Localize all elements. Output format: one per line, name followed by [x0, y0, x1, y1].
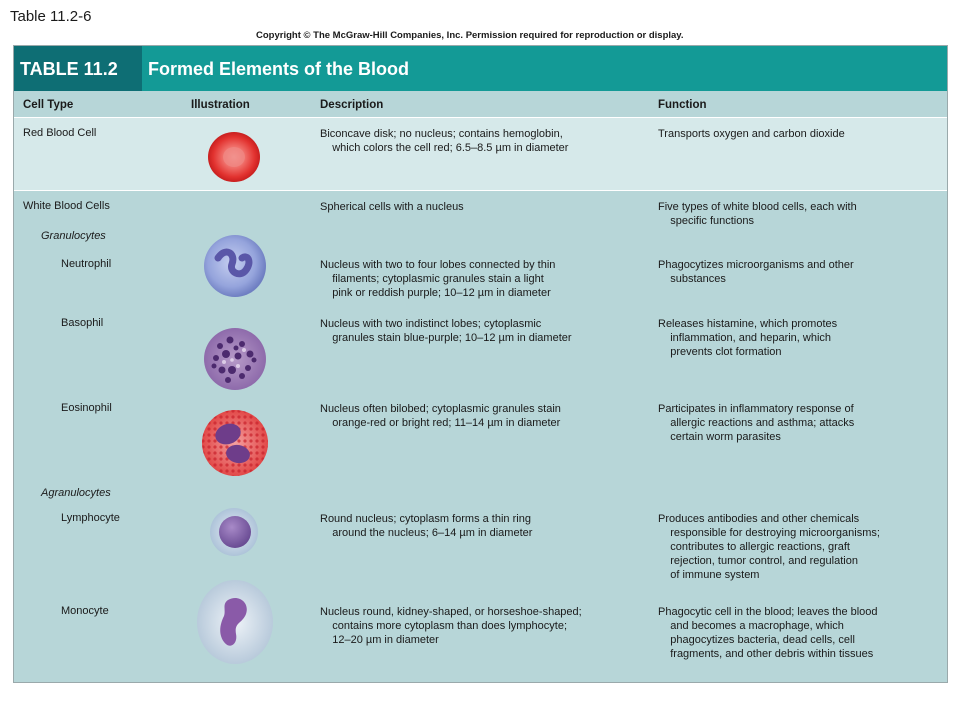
function-eosinophil: Participates in inflammatory response of… — [658, 403, 855, 443]
table-title-label: Formed Elements of the Blood — [148, 59, 410, 79]
subheading-agranulocytes: Agranulocytes — [41, 487, 111, 499]
lymphocyte-icon — [210, 508, 258, 556]
cell-type-lymphocyte: Lymphocyte — [61, 512, 120, 524]
slide-title: Table 11.2-6 — [10, 8, 92, 25]
table-row-red-blood-cell — [14, 118, 947, 191]
function-neutrophil: Phagocytizes microorganisms and other su… — [658, 259, 854, 285]
cell-type-eosinophil: Eosinophil — [61, 402, 112, 414]
function-white-blood-cells: Five types of white blood cells, each wi… — [658, 201, 857, 227]
function-basophil: Releases histamine, which promotes infla… — [658, 318, 838, 358]
description-basophil: Nucleus with two indistinct lobes; cytop… — [320, 318, 572, 344]
eosinophil-icon — [202, 410, 268, 476]
description-neutrophil: Nucleus with two to four lobes connected… — [320, 259, 556, 299]
header-function: Function — [658, 99, 707, 111]
description-eosinophil: Nucleus often bilobed; cytoplasmic granu… — [320, 403, 561, 429]
table-banner: TABLE 11.2 Formed Elements of the Blood — [14, 46, 947, 91]
function-red-blood-cell: Transports oxygen and carbon dioxide — [658, 128, 845, 140]
formed-elements-table: TABLE 11.2 Formed Elements of the Blood … — [13, 45, 948, 683]
header-description: Description — [320, 99, 384, 111]
description-red-blood-cell: Biconcave disk; no nucleus; contains hem… — [320, 128, 569, 154]
basophil-icon — [204, 328, 266, 390]
cell-type-red-blood-cell: Red Blood Cell — [23, 127, 97, 139]
cell-type-basophil: Basophil — [61, 317, 104, 329]
table-number-label: TABLE 11.2 — [20, 59, 118, 79]
cell-type-white-blood-cells: White Blood Cells — [23, 200, 110, 212]
function-lymphocyte: Produces antibodies and other chemicals … — [658, 513, 880, 581]
description-white-blood-cells: Spherical cells with a nucleus — [320, 201, 464, 213]
cell-type-neutrophil: Neutrophil — [61, 258, 112, 270]
description-monocyte: Nucleus round, kidney-shaped, or horsesh… — [320, 606, 582, 646]
red-blood-cell-icon — [208, 132, 260, 182]
cell-type-monocyte: Monocyte — [61, 605, 109, 617]
table-header-row: Cell Type Illustration Description Funct… — [14, 91, 947, 118]
header-cell-type: Cell Type — [23, 99, 74, 111]
subheading-granulocytes: Granulocytes — [41, 230, 106, 242]
copyright-notice: Copyright © The McGraw-Hill Companies, I… — [256, 30, 684, 41]
function-monocyte: Phagocytic cell in the blood; leaves the… — [658, 606, 878, 660]
header-illustration: Illustration — [191, 99, 250, 111]
description-lymphocyte: Round nucleus; cytoplasm forms a thin ri… — [320, 513, 533, 539]
table-number: TABLE 11.2 — [14, 46, 142, 91]
neutrophil-icon — [204, 235, 266, 297]
monocyte-icon — [197, 580, 273, 664]
